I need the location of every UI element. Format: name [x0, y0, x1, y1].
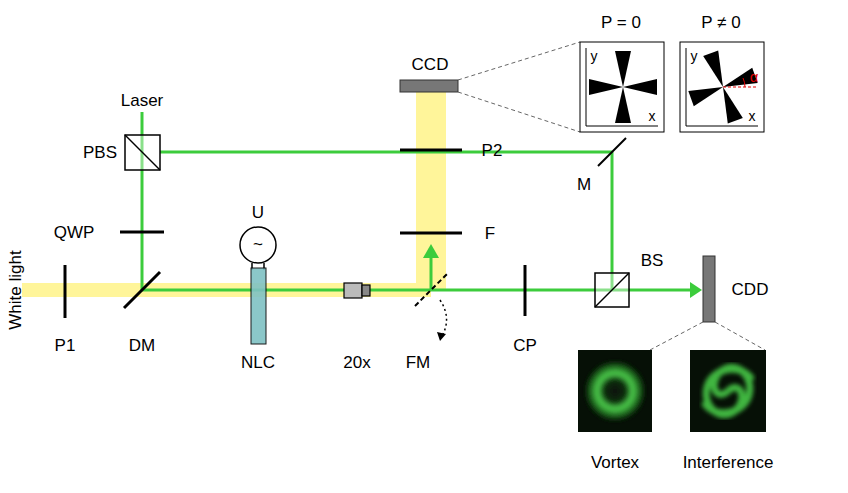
vortex-image	[578, 350, 652, 432]
component-label: DM	[129, 337, 155, 354]
pbs-cube	[125, 135, 160, 170]
laser-beams	[142, 112, 690, 290]
filter	[400, 232, 462, 235]
ccd-camera	[400, 80, 458, 92]
flip-arrowhead	[437, 332, 446, 341]
cdd-camera	[703, 256, 715, 322]
component-label: M	[577, 176, 591, 193]
axis-label: y	[591, 49, 598, 63]
axis-label: x	[749, 109, 756, 123]
interference-image	[690, 350, 766, 432]
dichroic-mirror	[124, 272, 160, 308]
zoom-line	[458, 42, 580, 80]
dark-cross-pattern	[589, 51, 657, 123]
nlc-cell	[251, 268, 266, 344]
component-label: QWP	[54, 224, 95, 241]
component-label: U	[252, 204, 264, 221]
inset-axes	[586, 48, 758, 126]
qwp-plate	[120, 231, 164, 234]
objective-lens	[344, 283, 370, 298]
polarizer-p1	[64, 265, 67, 318]
vortex-ring	[585, 361, 645, 421]
image-caption: Vortex	[591, 454, 639, 471]
compensation-plate	[524, 265, 527, 316]
camera-label: CCD	[412, 56, 449, 73]
component-label: 20x	[343, 354, 370, 371]
zoom-line	[715, 322, 765, 350]
flip-arrow	[440, 300, 447, 336]
component-label: BS	[641, 252, 664, 269]
inset-title: P ≠ 0	[701, 14, 740, 31]
voltage-source	[240, 227, 276, 270]
angle-reference	[723, 87, 758, 88]
component-label: P2	[482, 142, 503, 159]
beam-splitter	[595, 273, 629, 307]
zoom-line	[458, 92, 580, 132]
interference-spiral	[704, 367, 752, 415]
angle-label: α	[750, 69, 759, 84]
component-label: NLC	[241, 354, 275, 371]
source-label: White light	[7, 250, 24, 329]
polarizer-p2	[400, 149, 462, 152]
beam-arrowhead	[690, 282, 702, 298]
angle-arc	[743, 78, 745, 87]
component-label: F	[485, 225, 495, 242]
image-caption: Interference	[683, 454, 774, 471]
flip-mirror	[415, 274, 447, 306]
zoom-line	[650, 322, 703, 350]
component-label: CP	[513, 337, 537, 354]
source-symbol: ~	[253, 236, 263, 253]
component-label: CDD	[732, 281, 769, 298]
mirror	[598, 138, 626, 166]
component-label: Laser	[121, 92, 164, 109]
component-label: P1	[55, 337, 76, 354]
axis-label: x	[649, 109, 656, 123]
rotated-cross-pattern	[679, 42, 768, 133]
white-light-beam	[22, 283, 431, 297]
inset-frame	[580, 42, 664, 132]
beam-arrowhead	[423, 244, 439, 258]
white-light-beam-up	[416, 92, 446, 290]
axis-label: y	[691, 49, 698, 63]
inset-title: P = 0	[601, 14, 641, 31]
component-label: PBS	[83, 144, 117, 161]
inset-frame	[680, 42, 764, 132]
component-label: FM	[406, 354, 431, 371]
